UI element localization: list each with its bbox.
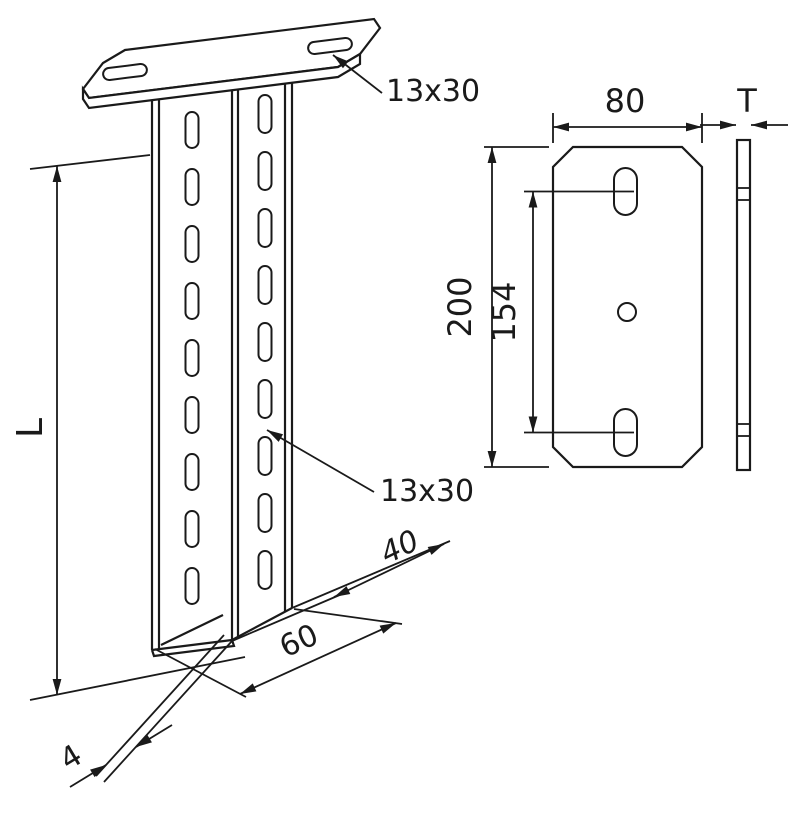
dim-label-plate-height: 200 — [441, 276, 479, 337]
dim-label-flange-depth: 40 — [375, 523, 425, 571]
plate-side-view: T — [700, 82, 788, 472]
web-slot-column — [184, 111, 200, 605]
isometric-top-plate — [81, 17, 382, 110]
plate-center-hole — [617, 302, 637, 322]
dim-label-hole-spacing: 154 — [485, 281, 523, 342]
dim-label-length: L — [10, 418, 51, 438]
dim-label-plate-width: 80 — [605, 82, 646, 120]
dim-label-channel-slot: 13x30 — [380, 474, 474, 509]
flange-slot-column — [257, 94, 273, 590]
dim-label-web-width: 60 — [275, 618, 324, 666]
isometric-channel — [150, 28, 294, 658]
dim-label-plate-thickness: T — [736, 82, 757, 120]
dim-label-material-thickness: 4 — [54, 738, 88, 778]
plate-slot-iso-right — [307, 36, 353, 56]
plate-slot-iso-left — [102, 62, 148, 82]
plate-front-view: 80 200 154 — [441, 82, 704, 469]
dim-label-plate-slot: 13x30 — [386, 74, 480, 109]
